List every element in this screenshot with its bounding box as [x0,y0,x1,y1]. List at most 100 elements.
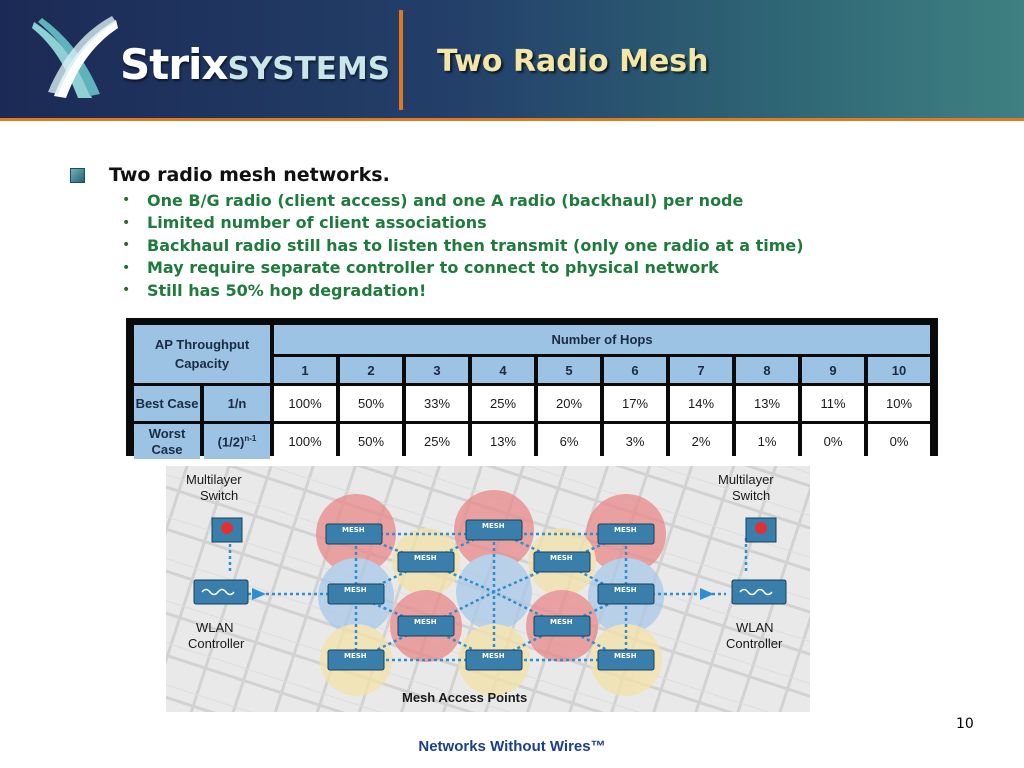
table-cell: 100% [274,424,336,459]
mesh-ap-label: MESH [614,526,637,534]
mesh-ap-label: MESH [414,618,437,626]
hop-header: 3 [406,357,468,383]
mesh-caption: Mesh Access Points [402,690,527,705]
mesh-ap-label: MESH [614,586,637,594]
table-cell: 100% [274,386,336,421]
table-cell: 14% [670,386,732,421]
hop-header: 7 [670,357,732,383]
sub-bullet: • May require separate controller to conn… [122,257,804,280]
dot-bullet-icon: • [122,259,131,276]
table-cell: 2% [670,424,732,459]
mesh-ap-label: MESH [550,618,573,626]
sub-bullet-text: May require separate controller to conne… [147,258,719,278]
dot-bullet-icon: • [122,282,131,299]
dot-bullet-icon: • [122,237,131,254]
multilayer-switch-left-icon [211,517,243,543]
sub-bullet: • Still has 50% hop degradation! [122,279,804,302]
sub-bullet-text: Limited number of client associations [147,213,487,233]
hop-header: 1 [274,357,336,383]
hop-header: 6 [604,357,666,383]
hop-header: 9 [802,357,864,383]
arrow-left-icon [252,588,266,600]
table-cell: 33% [406,386,468,421]
mesh-ap-icon: MESH [397,551,455,573]
mesh-ap-icon: MESH [325,523,383,545]
sub-bullet-text: Still has 50% hop degradation! [147,280,427,300]
header-divider [399,10,403,110]
sub-bullet: • One B/G radio (client access) and one A… [122,189,804,212]
table-cell: 11% [802,386,864,421]
table-cell: 3% [604,424,666,459]
mesh-ap-label: MESH [550,554,573,562]
wlan-controller-left-icon [193,579,249,605]
sub-bullet: • Backhaul radio still has to listen then… [122,234,804,257]
mesh-ap-label: MESH [614,652,637,660]
table-cell: 13% [472,424,534,459]
hops-header: Number of Hops [274,325,930,354]
mesh-ap-icon: MESH [327,649,385,671]
formula-base: (1/2) [217,434,245,450]
mesh-ap-icon: MESH [465,649,523,671]
throughput-table: AP Throughput Capacity Number of Hops 1 … [130,322,934,462]
main-bullet-text: Two radio mesh networks. [109,164,390,186]
strix-logo: StrixSYSTEMS [28,14,390,104]
table-cell: 25% [406,424,468,459]
logo-wordmark: StrixSYSTEMS [120,40,390,89]
slide-header: StrixSYSTEMS Two Radio Mesh [0,0,1024,118]
coverage-circles [316,490,666,696]
mesh-access-points: MESH MESH MESH MESH MESH MESH MESH MESH … [325,519,655,671]
row-label-worst-case: Worst Case [134,424,200,459]
row-label-best-case: Best Case [134,386,200,421]
mesh-network-diagram: MESH MESH MESH MESH MESH MESH MESH MESH … [166,466,810,712]
mesh-ap-icon: MESH [597,583,655,605]
square-bullet-icon [70,167,85,183]
sub-bullet-text: Backhaul radio still has to listen then … [147,235,804,255]
table-cell: 10% [868,386,930,421]
table-cell: 0% [868,424,930,459]
row-formula-worst-case: (1/2)n-1 [204,424,270,459]
wlan-controller-right-icon [731,579,787,605]
mesh-ap-icon: MESH [327,583,385,605]
formula-exponent: n-1 [244,433,257,443]
main-bullet: Two radio mesh networks. [70,164,390,186]
sub-bullet-list: • One B/G radio (client access) and one A… [122,189,804,302]
mesh-ap-icon: MESH [597,523,655,545]
logo-strix-text: Strix [120,40,229,89]
mesh-ap-label: MESH [344,652,367,660]
hop-header: 5 [538,357,600,383]
hop-header: 8 [736,357,798,383]
throughput-table-frame: AP Throughput Capacity Number of Hops 1 … [126,318,938,459]
mesh-ap-icon: MESH [597,649,655,671]
mesh-ap-label: MESH [344,586,367,594]
sub-bullet-text: One B/G radio (client access) and one A … [147,190,744,210]
table-corner-label: AP Throughput Capacity [134,325,270,383]
header-underline [0,118,1024,121]
multilayer-switch-right-icon [745,517,777,543]
table-cell: 50% [340,386,402,421]
mesh-ap-label: MESH [482,652,505,660]
table-cell: 20% [538,386,600,421]
mesh-ap-label: MESH [342,526,365,534]
table-cell: 13% [736,386,798,421]
arrow-right-icon [700,588,714,600]
mesh-ap-icon: MESH [533,615,591,637]
sub-bullet: •Limited number of client associations [122,212,804,235]
row-formula-best-case: 1/n [204,386,270,421]
mesh-ap-label: MESH [414,554,437,562]
dot-bullet-icon: • [122,192,131,209]
table-cell: 1% [736,424,798,459]
table-cell: 17% [604,386,666,421]
mesh-ap-icon: MESH [397,615,455,637]
table-cell: 25% [472,386,534,421]
hop-header: 2 [340,357,402,383]
table-cell: 0% [802,424,864,459]
slide-title: Two Radio Mesh [437,44,709,79]
mesh-ap-icon: MESH [533,551,591,573]
table-cell: 6% [538,424,600,459]
hop-header: 4 [472,357,534,383]
table-cell: 50% [340,424,402,459]
